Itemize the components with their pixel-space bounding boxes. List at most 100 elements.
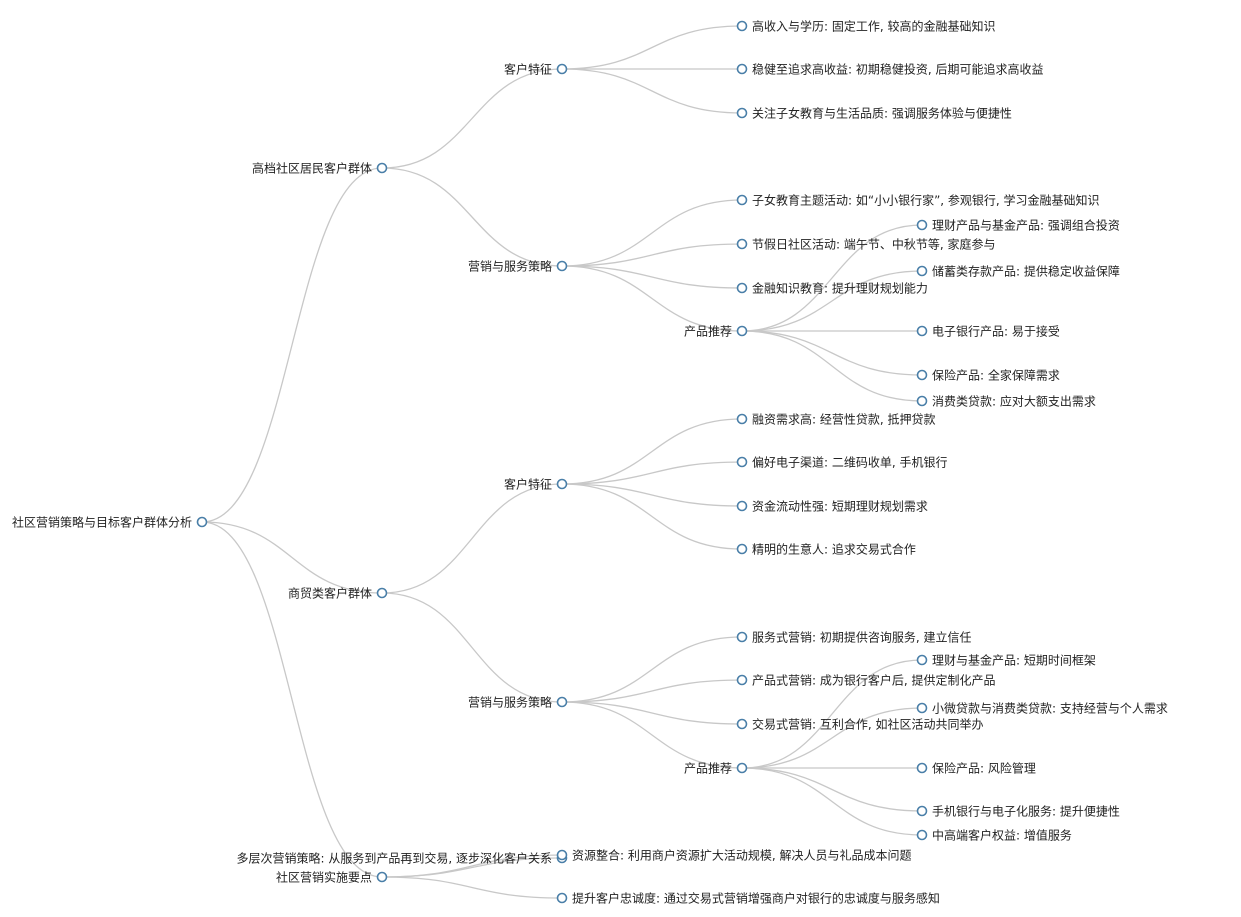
node-root-1[interactable]: 商贸类客户群体 xyxy=(288,586,388,601)
node-root-1-1-3[interactable]: 产品推荐 xyxy=(684,762,748,776)
node-root-0-1-3-0[interactable]: 理财产品与基金产品: 强调组合投资 xyxy=(916,218,1120,233)
node-root-1-0-1[interactable]: 偏好电子渠道: 二维码收单, 手机银行 xyxy=(736,455,948,470)
node-circle-icon[interactable] xyxy=(736,325,748,337)
node-circle-icon[interactable] xyxy=(736,543,748,555)
node-label: 子女教育主题活动: 如“小小银行家”, 参观银行, 学习金融基础知识 xyxy=(752,193,1100,208)
link-root-1 xyxy=(201,521,383,594)
node-label: 提升客户忠诚度: 通过交易式营销增强商户对银行的忠诚度与服务感知 xyxy=(572,891,940,906)
node-circle-icon[interactable] xyxy=(736,194,748,206)
node-circle-icon[interactable] xyxy=(556,63,568,75)
node-root-2-1[interactable]: 资源整合: 利用商户资源扩大活动规模, 解决人员与礼品成本问题 xyxy=(556,848,912,863)
node-circle-icon[interactable] xyxy=(916,219,928,231)
link-root-1-1 xyxy=(381,592,563,703)
node-root-1-0-2[interactable]: 资金流动性强: 短期理财规划需求 xyxy=(736,499,928,514)
node-root-2-2[interactable]: 提升客户忠诚度: 通过交易式营销增强商户对银行的忠诚度与服务感知 xyxy=(556,891,940,906)
node-circle-icon[interactable] xyxy=(736,238,748,250)
link-root-2-2 xyxy=(381,876,563,899)
node-circle-icon[interactable] xyxy=(736,63,748,75)
node-circle-icon[interactable] xyxy=(556,696,568,708)
node-root-0-0-2[interactable]: 关注子女教育与生活品质: 强调服务体验与便捷性 xyxy=(736,106,1012,121)
node-circle-icon[interactable] xyxy=(556,260,568,272)
node-label: 客户特征 xyxy=(504,477,552,492)
node-root-0-0-1[interactable]: 稳健至追求高收益: 初期稳健投资, 后期可能追求高收益 xyxy=(736,62,1044,77)
node-circle-icon[interactable] xyxy=(736,762,748,774)
link-root-1-1-0 xyxy=(561,636,743,703)
node-circle-icon[interactable] xyxy=(916,654,928,666)
node-root-0-1-0[interactable]: 子女教育主题活动: 如“小小银行家”, 参观银行, 学习金融基础知识 xyxy=(736,193,1100,208)
link-root-0-1-0 xyxy=(561,199,743,267)
node-circle-icon[interactable] xyxy=(376,871,388,883)
node-circle-icon[interactable] xyxy=(736,107,748,119)
node-root-1-1-0[interactable]: 服务式营销: 初期提供咨询服务, 建立信任 xyxy=(736,630,972,645)
node-label: 营销与服务策略 xyxy=(468,259,552,274)
link-root-1-1-3-4 xyxy=(741,767,923,836)
node-circle-icon[interactable] xyxy=(916,829,928,841)
node-circle-icon[interactable] xyxy=(556,849,568,861)
node-label: 小微贷款与消费类贷款: 支持经营与个人需求 xyxy=(932,701,1168,716)
node-label: 保险产品: 全家保障需求 xyxy=(932,368,1060,383)
node-root-0-1-3-2[interactable]: 电子银行产品: 易于接受 xyxy=(916,324,1060,339)
node-root-1-1-3-4[interactable]: 中高端客户权益: 增值服务 xyxy=(916,828,1072,843)
node-circle-icon[interactable] xyxy=(916,369,928,381)
node-label: 储蓄类存款产品: 提供稳定收益保障 xyxy=(932,264,1120,279)
node-label: 保险产品: 风险管理 xyxy=(932,761,1036,776)
link-root-0-0 xyxy=(381,68,563,169)
node-circle-icon[interactable] xyxy=(556,478,568,490)
node-circle-icon[interactable] xyxy=(376,587,388,599)
node-circle-icon[interactable] xyxy=(916,265,928,277)
link-root-1-0 xyxy=(381,483,563,594)
node-circle-icon[interactable] xyxy=(736,282,748,294)
node-root-0-1-3-4[interactable]: 消费类贷款: 应对大额支出需求 xyxy=(916,394,1096,409)
node-label: 交易式营销: 互利合作, 如社区活动共同举办 xyxy=(752,717,984,732)
node-label: 精明的生意人: 追求交易式合作 xyxy=(752,542,916,557)
node-root-0[interactable]: 高档社区居民客户群体 xyxy=(252,161,388,176)
node-root-0-1-3-1[interactable]: 储蓄类存款产品: 提供稳定收益保障 xyxy=(916,264,1120,279)
node-root-2[interactable]: 社区营销实施要点 xyxy=(276,870,388,885)
node-root[interactable]: 社区营销策略与目标客户群体分析 xyxy=(12,515,208,530)
node-root-0-1-1[interactable]: 节假日社区活动: 端午节、中秋节等, 家庭参与 xyxy=(736,237,996,252)
node-root-0-1-2[interactable]: 金融知识教育: 提升理财规划能力 xyxy=(736,281,928,296)
node-circle-icon[interactable] xyxy=(916,702,928,714)
node-root-0-1-3[interactable]: 产品推荐 xyxy=(684,325,748,339)
node-circle-icon[interactable] xyxy=(736,631,748,643)
node-circle-icon[interactable] xyxy=(376,162,388,174)
link-root-0 xyxy=(201,167,383,523)
node-root-1-1-3-0[interactable]: 理财与基金产品: 短期时间框架 xyxy=(916,653,1096,668)
node-root-1-0-3[interactable]: 精明的生意人: 追求交易式合作 xyxy=(736,542,916,557)
node-label: 客户特征 xyxy=(504,62,552,77)
link-root-0-1 xyxy=(381,167,563,267)
node-circle-icon[interactable] xyxy=(916,395,928,407)
node-label: 稳健至追求高收益: 初期稳健投资, 后期可能追求高收益 xyxy=(752,62,1044,77)
node-root-1-1-3-1[interactable]: 小微贷款与消费类贷款: 支持经营与个人需求 xyxy=(916,701,1168,716)
node-root-0-0-0[interactable]: 高收入与学历: 固定工作, 较高的金融基础知识 xyxy=(736,19,996,34)
node-label: 电子银行产品: 易于接受 xyxy=(932,324,1060,339)
node-circle-icon[interactable] xyxy=(736,718,748,730)
node-label: 中高端客户权益: 增值服务 xyxy=(932,828,1072,843)
node-root-1-1-3-3[interactable]: 手机银行与电子化服务: 提升便捷性 xyxy=(916,804,1120,819)
node-circle-icon[interactable] xyxy=(736,500,748,512)
node-circle-icon[interactable] xyxy=(916,762,928,774)
node-root-0-0[interactable]: 客户特征 xyxy=(504,62,568,77)
node-circle-icon[interactable] xyxy=(736,20,748,32)
node-root-2-0[interactable]: 多层次营销策略: 从服务到产品再到交易, 逐步深化客户关系 xyxy=(237,851,568,866)
node-label: 节假日社区活动: 端午节、中秋节等, 家庭参与 xyxy=(752,237,996,252)
node-circle-icon[interactable] xyxy=(916,325,928,337)
node-root-1-1-3-2[interactable]: 保险产品: 风险管理 xyxy=(916,761,1036,776)
node-root-1-1[interactable]: 营销与服务策略 xyxy=(468,695,568,710)
link-root-0-1-3 xyxy=(561,265,743,332)
node-circle-icon[interactable] xyxy=(556,892,568,904)
node-circle-icon[interactable] xyxy=(916,805,928,817)
node-circle-icon[interactable] xyxy=(196,516,208,528)
node-circle-icon[interactable] xyxy=(736,456,748,468)
node-root-0-1[interactable]: 营销与服务策略 xyxy=(468,259,568,274)
link-root-1-0-0 xyxy=(561,418,743,485)
link-root-0-0-0 xyxy=(561,25,743,70)
node-root-1-1-2[interactable]: 交易式营销: 互利合作, 如社区活动共同举办 xyxy=(736,717,984,732)
node-root-1-1-1[interactable]: 产品式营销: 成为银行客户后, 提供定制化产品 xyxy=(736,673,996,688)
node-circle-icon[interactable] xyxy=(736,413,748,425)
node-root-1-0-0[interactable]: 融资需求高: 经营性贷款, 抵押贷款 xyxy=(736,412,936,427)
node-label: 产品式营销: 成为银行客户后, 提供定制化产品 xyxy=(752,673,996,688)
node-root-0-1-3-3[interactable]: 保险产品: 全家保障需求 xyxy=(916,368,1060,383)
node-circle-icon[interactable] xyxy=(736,674,748,686)
node-root-1-0[interactable]: 客户特征 xyxy=(504,477,568,492)
